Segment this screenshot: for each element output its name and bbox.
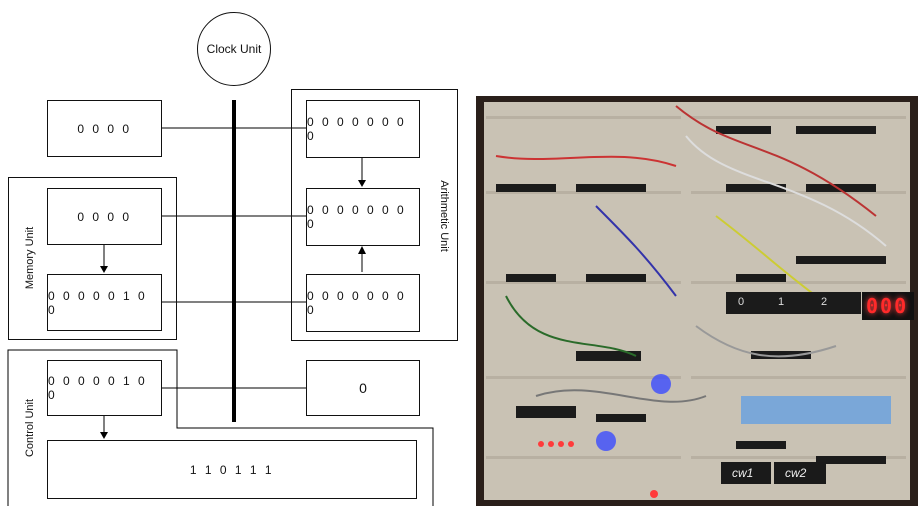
control-word-value: 1 1 0 1 1 1 — [190, 463, 274, 477]
seven-segment-display: 000 — [866, 294, 908, 318]
alu-register-a-value: 0 0 0 0 0 0 0 0 — [307, 115, 419, 143]
alu-sum-value: 0 0 0 0 0 0 0 0 — [307, 203, 419, 231]
register-top-left-value: 0 0 0 0 — [77, 122, 131, 136]
display-label-2: 2 — [821, 296, 827, 308]
control-unit-label: Control Unit — [24, 399, 36, 457]
breadboard-photo: 000 0 1 2 cw1 cw2 — [476, 96, 918, 506]
memory-data-value: 0 0 0 0 0 1 0 0 — [48, 289, 161, 317]
cw1-label: cw1 — [728, 464, 757, 482]
instruction-value: 0 0 0 0 0 1 0 0 — [48, 374, 161, 402]
alu-sum-register: 0 0 0 0 0 0 0 0 — [306, 188, 420, 246]
alu-register-b: 0 0 0 0 0 0 0 0 — [306, 274, 420, 332]
breadboard-illustration — [476, 96, 918, 506]
alu-register-a: 0 0 0 0 0 0 0 0 — [306, 100, 420, 158]
instruction-register: 0 0 0 0 0 1 0 0 — [47, 360, 162, 416]
alu-register-b-value: 0 0 0 0 0 0 0 0 — [307, 289, 419, 317]
output-register: 0 — [306, 360, 420, 416]
memory-address-register: 0 0 0 0 — [47, 188, 162, 245]
display-label-0: 0 — [738, 296, 744, 308]
memory-data-register: 0 0 0 0 0 1 0 0 — [47, 274, 162, 331]
register-top-left: 0 0 0 0 — [47, 100, 162, 157]
cw2-label: cw2 — [781, 464, 810, 482]
arithmetic-unit-label: Arithmetic Unit — [438, 180, 450, 252]
output-value: 0 — [359, 380, 367, 396]
control-word-register: 1 1 0 1 1 1 — [47, 440, 417, 499]
display-label-1: 1 — [778, 296, 784, 308]
memory-address-value: 0 0 0 0 — [77, 210, 131, 224]
